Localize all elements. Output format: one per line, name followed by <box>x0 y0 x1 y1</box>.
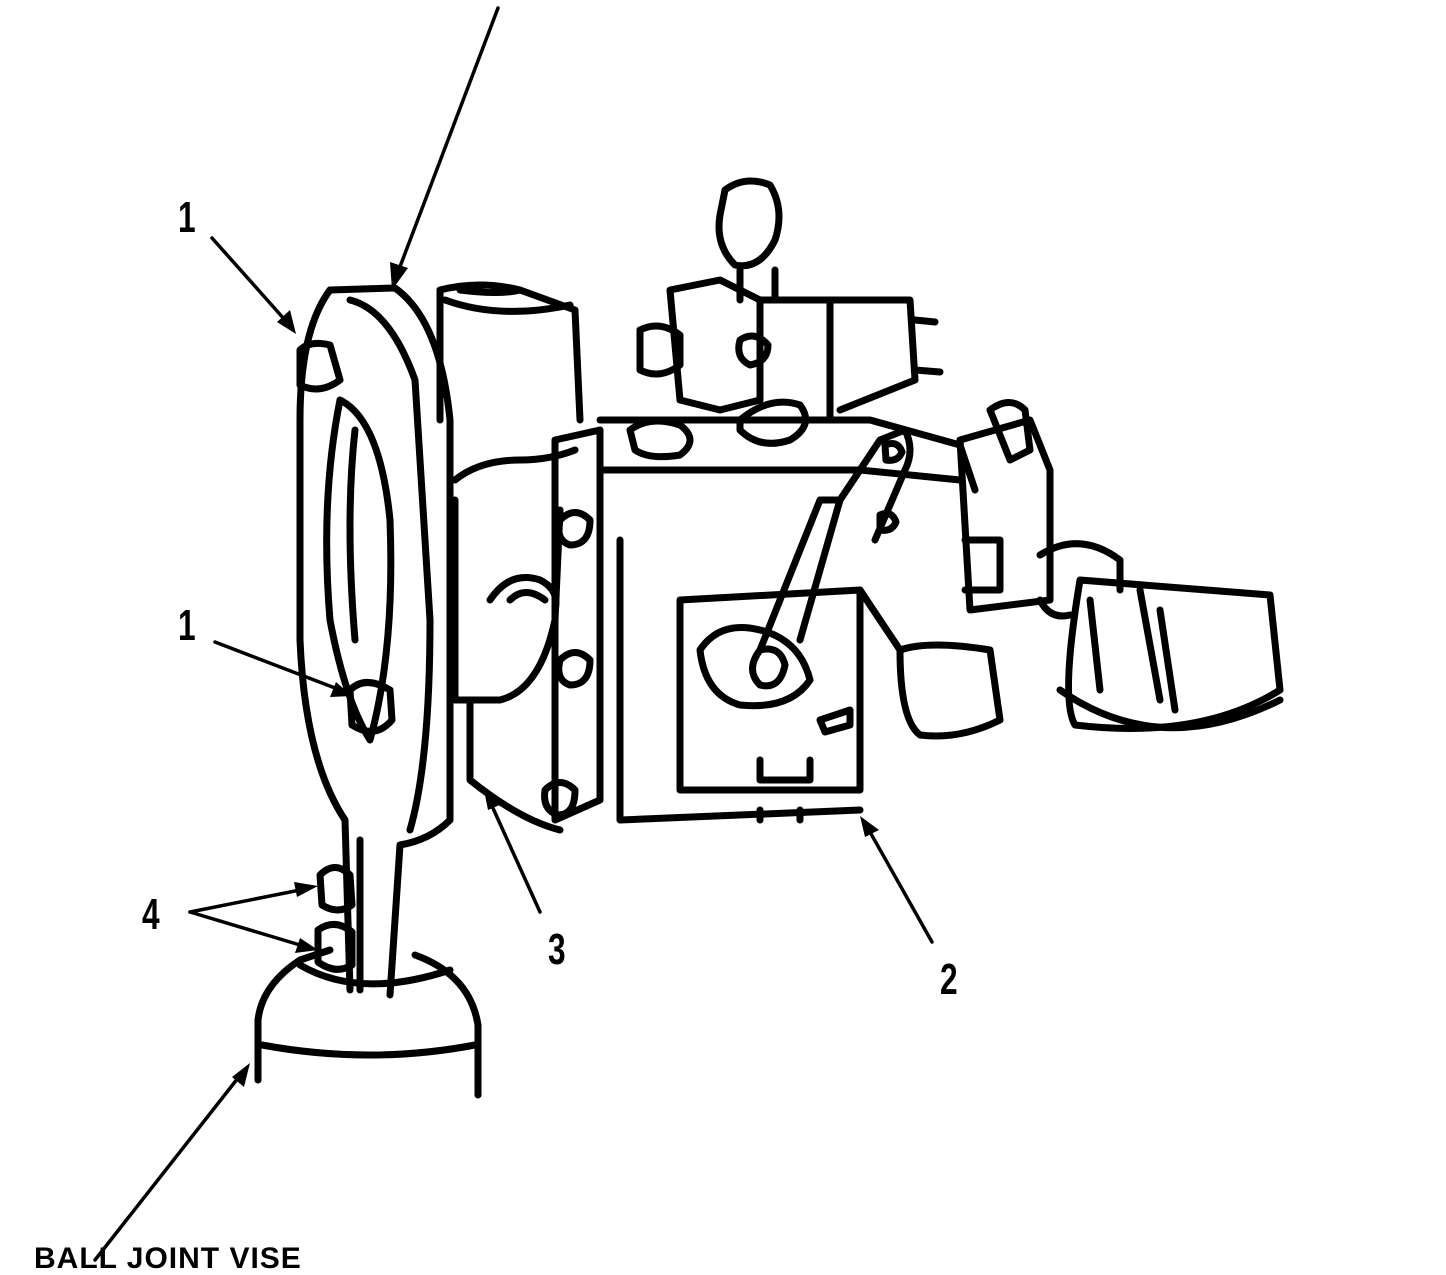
leader-lines <box>93 6 934 1262</box>
ball-joint-vise-label: BALL JOINT VISE <box>34 1242 302 1275</box>
callout-item-3: 3 <box>548 925 566 974</box>
ball-joint-vise-drawing <box>254 946 482 1099</box>
callout-item-1-lower: 1 <box>178 601 196 650</box>
callout-item-2: 2 <box>940 955 958 1004</box>
callout-item-1-upper: 1 <box>178 193 196 242</box>
mounting-bracket-drawing <box>296 284 454 999</box>
callout-item-4: 4 <box>142 890 160 939</box>
pump-body-drawing <box>436 177 1284 834</box>
